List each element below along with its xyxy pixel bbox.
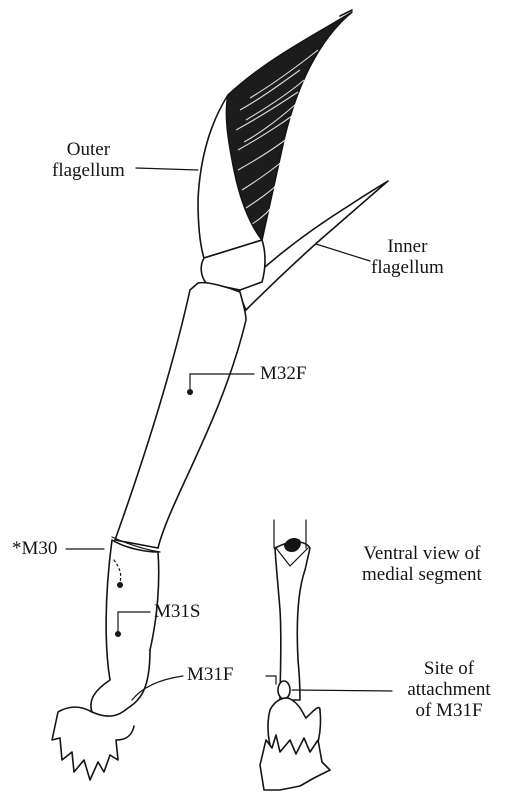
label-m31f: M31F	[187, 664, 233, 685]
pointer-site	[292, 690, 392, 691]
label-site-line-2: attachment	[393, 679, 505, 700]
label-m31s: M31S	[154, 601, 200, 622]
m32f-dot	[187, 389, 193, 395]
label-inner-line-1: Inner	[371, 236, 444, 257]
label-m30: *M30	[12, 538, 57, 559]
pointer-outer-flagellum	[136, 168, 198, 170]
ventral-segment	[275, 542, 310, 700]
label-site-line-1: Site of	[393, 658, 505, 679]
label-ventral-view: Ventral view of medial segment	[362, 543, 482, 585]
label-inner-line-2: flagellum	[371, 257, 444, 278]
label-inner-flagellum: Inner flagellum	[371, 236, 444, 278]
basal-claws	[52, 707, 134, 780]
outer-flagellum-blade	[226, 12, 352, 240]
label-site-line-3: of M31F	[393, 700, 505, 721]
label-site-attachment: Site of attachment of M31F	[393, 658, 505, 721]
label-outer-flagellum: Outer flagellum	[52, 139, 125, 181]
m31s-dot	[115, 631, 121, 637]
pointer-inner-flagellum	[316, 244, 370, 261]
label-outer-line-1: Outer	[52, 139, 125, 160]
label-ventral-line-2: medial segment	[362, 564, 482, 585]
attachment-site	[278, 681, 290, 699]
label-ventral-line-1: Ventral view of	[362, 543, 482, 564]
pointer-m31f-right	[266, 676, 276, 684]
label-outer-line-2: flagellum	[52, 160, 125, 181]
distal-segment	[115, 283, 246, 548]
label-m32f: M32F	[260, 363, 306, 384]
m30-dot	[117, 582, 123, 588]
